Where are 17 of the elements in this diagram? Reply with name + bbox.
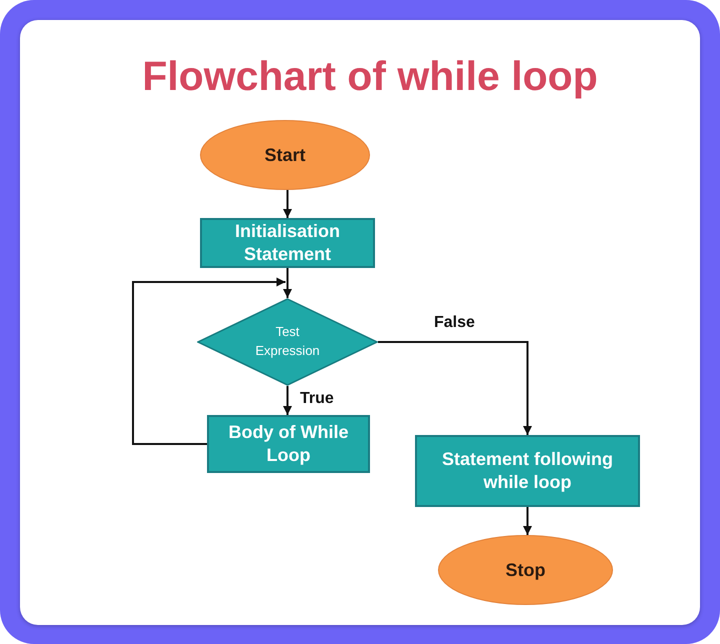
node-text: Body of While Loop (228, 420, 350, 467)
connector-arrow (283, 386, 292, 415)
decision-diamond (197, 298, 378, 386)
connector-arrow (283, 190, 292, 218)
node-text: Test Expression (254, 323, 321, 360)
node-text: Stop (506, 558, 546, 582)
process-box (200, 218, 375, 268)
title: Flowchart of while loop (141, 56, 599, 97)
connector-arrow (283, 268, 292, 298)
connector-arrow (132, 278, 286, 445)
node-text: Initialisation Statement (234, 220, 341, 266)
node-text: Start (264, 144, 306, 166)
process-box (415, 435, 640, 507)
node-text: Statement following while loop (441, 448, 614, 494)
process-box (207, 415, 370, 473)
connector-arrow (523, 507, 532, 535)
connector-arrow (378, 341, 532, 435)
